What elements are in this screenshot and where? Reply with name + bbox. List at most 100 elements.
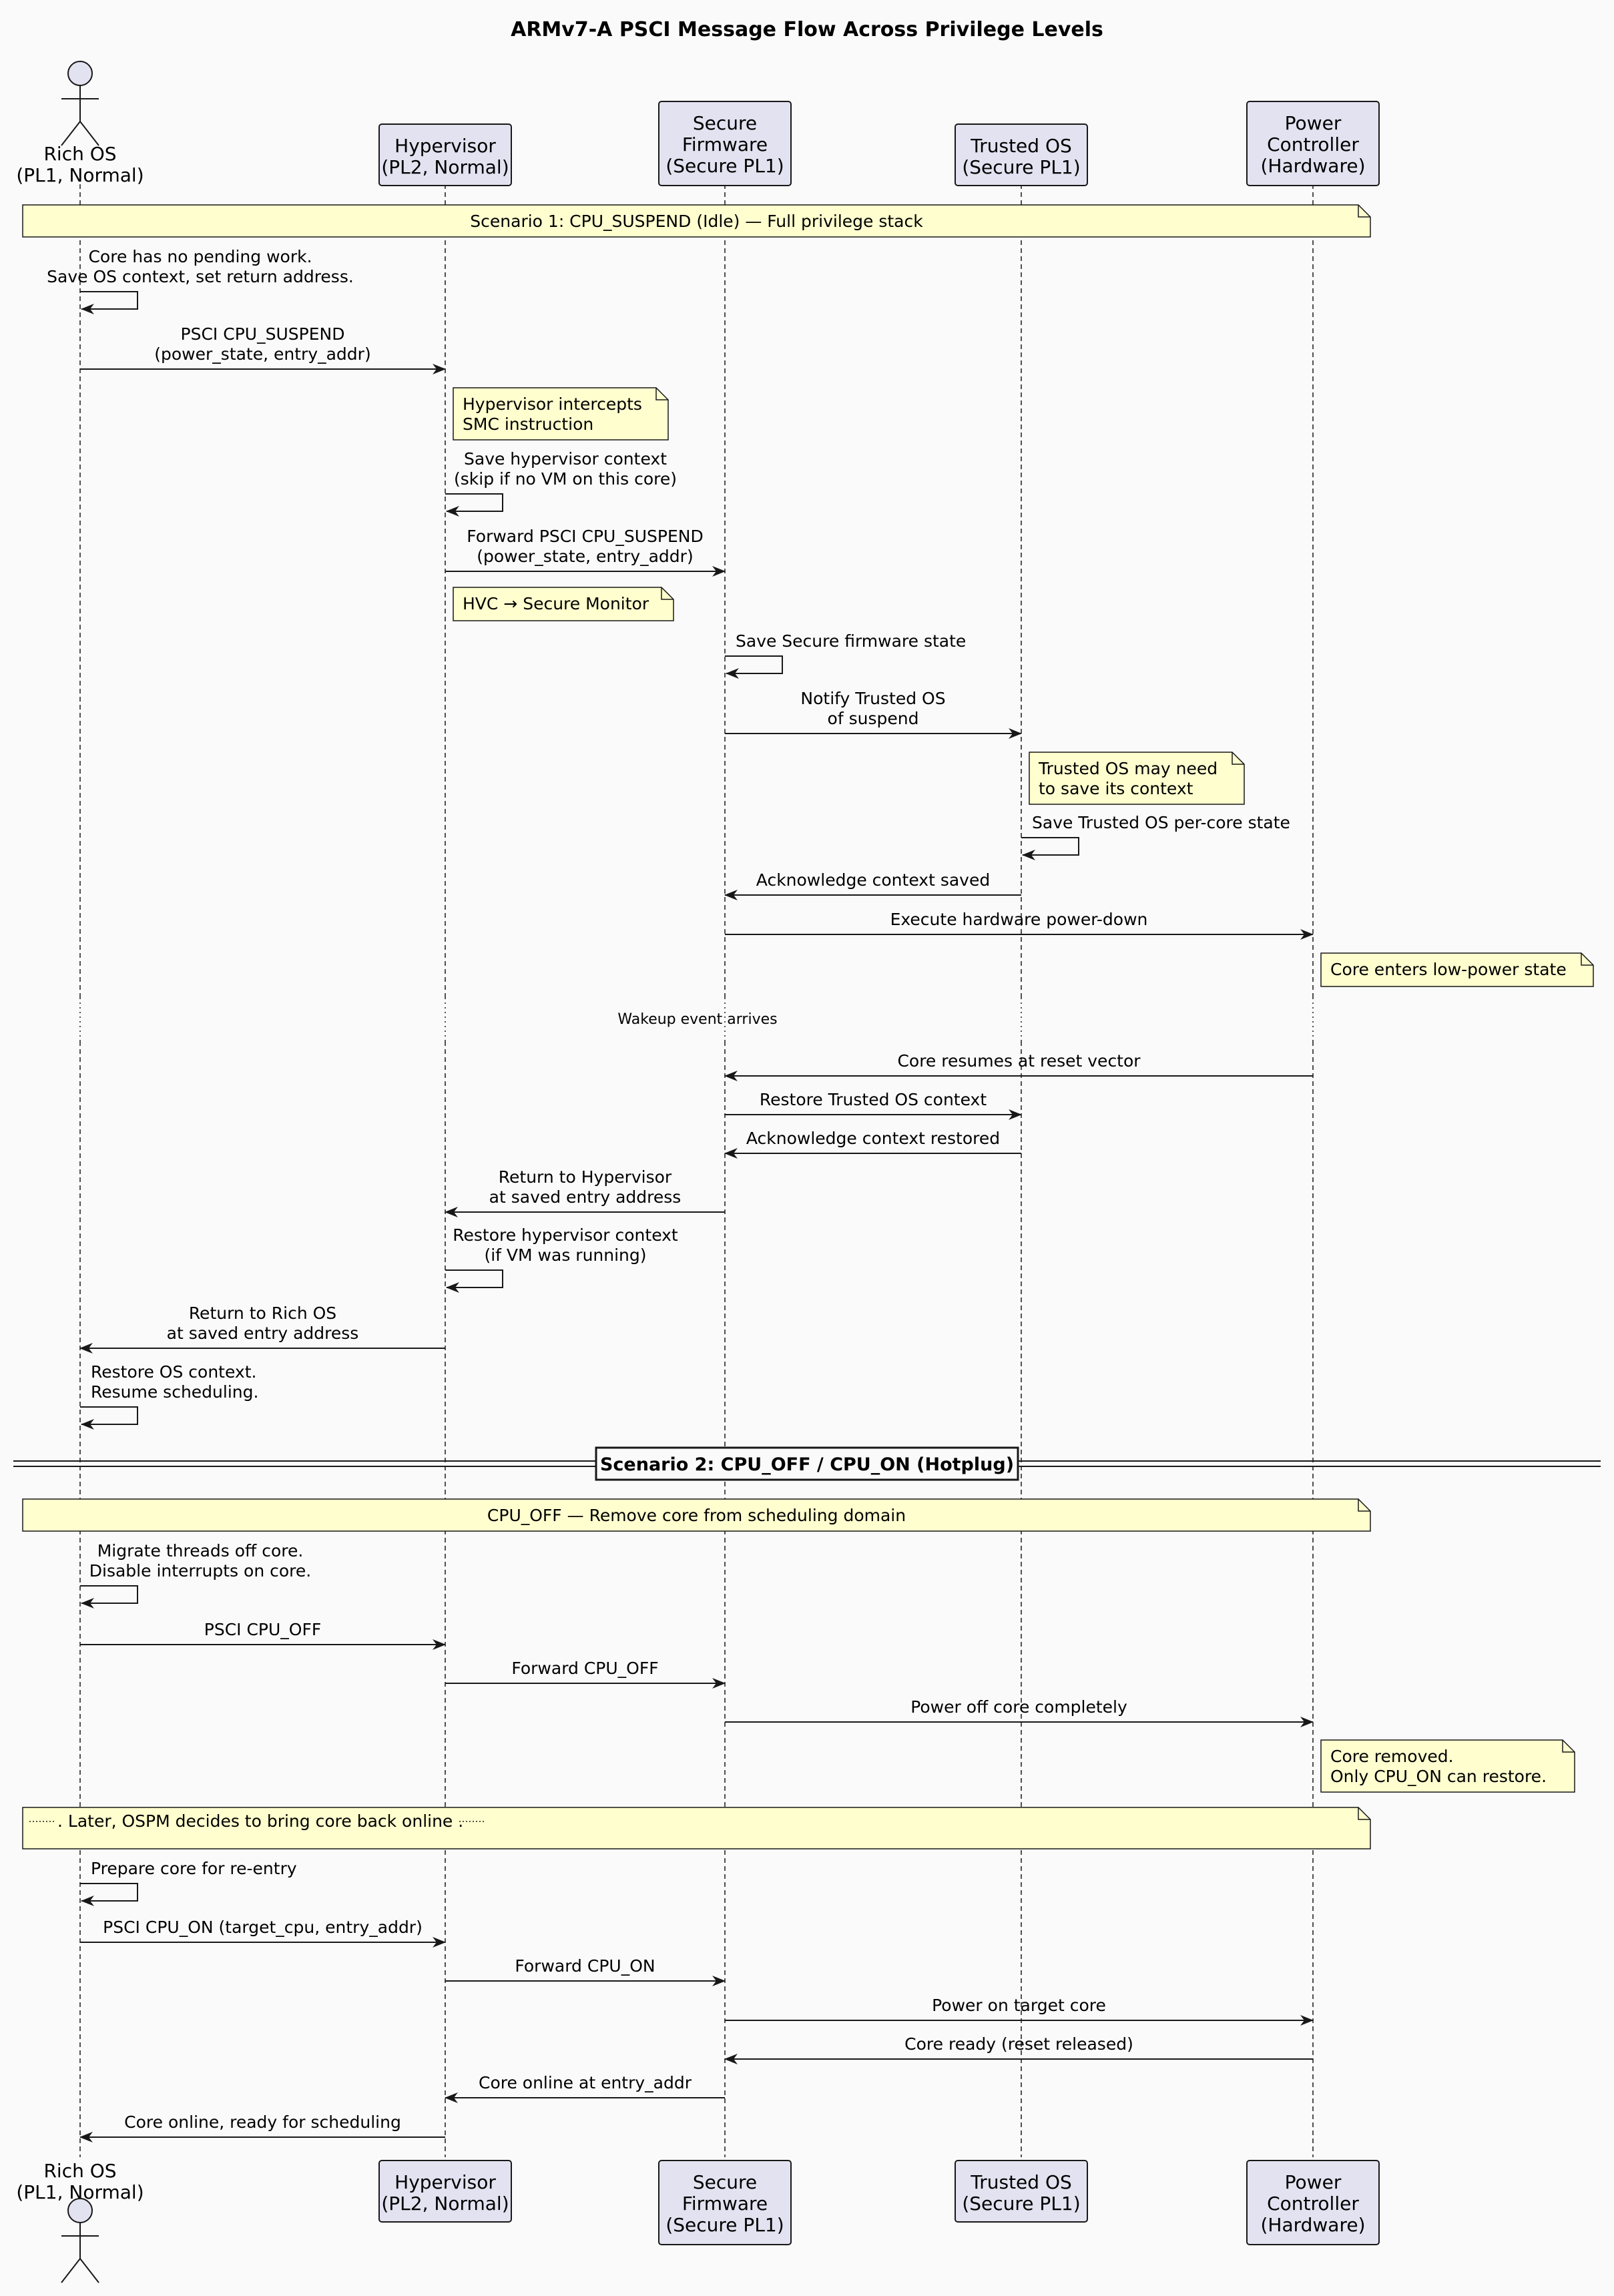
self-message-arrow [80, 1883, 138, 1906]
note-text: Scenario 1: CPU_SUSPEND (Idle) — Full pr… [470, 212, 923, 231]
message-label: Core online, ready for scheduling [124, 2112, 401, 2132]
participant-head-hyp: Hypervisor(PL2, Normal) [378, 123, 512, 186]
self-message-arrow [725, 655, 783, 679]
scenario-1-banner: Scenario 1: CPU_SUSPEND (Idle) — Full pr… [22, 204, 1371, 238]
msg-prepare-core: Prepare core for re-entry [80, 1859, 297, 1906]
message-label: Save OS context, set return address. [47, 267, 354, 286]
note-text: to save its context [1039, 779, 1193, 798]
note-fold [661, 587, 674, 600]
scenario-2-divider: Scenario 2: CPU_OFF / CPU_ON (Hotplug) [13, 1446, 1601, 1481]
msg-ack-context-saved: Acknowledge context saved [724, 870, 1021, 900]
note-fold [1358, 1807, 1370, 1820]
actor-body-shape [61, 2223, 99, 2283]
participant-label: Power [1285, 112, 1342, 134]
participant-label: (PL2, Normal) [381, 2193, 509, 2215]
note-fold [1562, 1740, 1575, 1753]
message-label: (skip if no VM on this core) [454, 469, 677, 489]
message-label: Restore OS context. [91, 1362, 256, 1382]
note-fold [655, 388, 668, 400]
message-label: Notify Trusted OS [800, 689, 945, 708]
msg-psci-cpu-on: PSCI CPU_ON (target_cpu, entry_addr) [80, 1918, 446, 1948]
msg-save-trusted-os-state: Save Trusted OS per-core state [1021, 813, 1290, 860]
participant-label: (Secure PL1) [962, 2193, 1080, 2215]
participant-label: Firmware [682, 133, 768, 156]
participant-label: (Secure PL1) [665, 155, 784, 177]
message-label: Restore hypervisor context [453, 1225, 678, 1245]
participant-box [378, 2160, 512, 2223]
message-label: (power_state, entry_addr) [154, 344, 370, 364]
note-box [1320, 952, 1594, 987]
message-label: Core ready (reset released) [904, 2034, 1133, 2054]
note-text: . Later, OSPM decides to bring core back… [57, 1811, 463, 1831]
msg-psci-cpu-off: PSCI CPU_OFF [80, 1620, 446, 1650]
msg-forward-cpu-off: Forward CPU_OFF [445, 1659, 726, 1689]
note-box [22, 1807, 1371, 1849]
note-text: Trusted OS may need [1038, 759, 1218, 778]
message-label: Forward CPU_OFF [511, 1659, 658, 1678]
message-label: Forward PSCI CPU_SUSPEND [467, 527, 703, 546]
note-box [22, 204, 1371, 238]
participant-label: Firmware [682, 2193, 768, 2215]
note-box [453, 587, 674, 621]
note-text: Only CPU_ON can restore. [1330, 1767, 1547, 1786]
scenario-2-banner: CPU_OFF — Remove core from scheduling do… [22, 1498, 1371, 1532]
self-message-arrow [80, 1406, 138, 1430]
participant-box [1246, 101, 1380, 186]
message-label: PSCI CPU_OFF [204, 1620, 322, 1639]
message-label: Restore Trusted OS context [760, 1090, 987, 1109]
note-fold [1358, 205, 1370, 218]
participant-box [658, 101, 792, 186]
message-label: of suspend [828, 709, 919, 728]
msg-core-online-entry: Core online at entry_addr [445, 2073, 725, 2103]
message-label: at saved entry address [167, 1324, 359, 1343]
participant-feet: Rich OS(PL1, Normal)Hypervisor(PL2, Norm… [16, 2160, 1380, 2283]
note-hvc-secure-monitor: HVC → Secure Monitor [453, 587, 674, 621]
message-label: Migrate threads off core. [97, 1541, 304, 1560]
participant-label: (PL1, Normal) [16, 164, 144, 186]
divider-box [595, 1446, 1019, 1481]
participant-label: Power [1285, 2171, 1342, 2193]
message-label: PSCI CPU_SUSPEND [181, 324, 345, 344]
participant-label: Controller [1267, 133, 1359, 156]
diagram-title: ARMv7-A PSCI Message Flow Across Privile… [511, 18, 1103, 41]
message-label: Execute hardware power-down [890, 910, 1148, 929]
note-fold [1358, 1499, 1370, 1512]
participant-box [658, 2160, 792, 2245]
message-label: Save hypervisor context [464, 449, 667, 469]
message-label: Power on target core [932, 1996, 1106, 2015]
self-message-arrow [445, 1269, 503, 1293]
message-label: at saved entry address [489, 1187, 682, 1207]
participant-label: Secure [693, 112, 757, 134]
participant-head-tos: Trusted OS(Secure PL1) [955, 123, 1088, 186]
note-text: Core enters low-power state [1330, 960, 1567, 979]
note-text: Core removed. [1330, 1747, 1454, 1766]
msg-restore-trusted-os-context: Restore Trusted OS context [725, 1090, 1022, 1120]
message-label: Save Secure firmware state [736, 631, 966, 651]
participant-box [1246, 2160, 1380, 2245]
note-box [1320, 1739, 1575, 1793]
participant-label: (Hardware) [1260, 155, 1365, 177]
message-label: PSCI CPU_ON (target_cpu, entry_addr) [103, 1918, 423, 1937]
message-label: Resume scheduling. [91, 1382, 258, 1402]
actor-body-shape [61, 85, 99, 146]
participant-box [378, 123, 512, 186]
msg-core-ready: Core ready (reset released) [724, 2034, 1313, 2064]
message-label: Core resumes at reset vector [897, 1051, 1141, 1071]
note-box [1029, 752, 1245, 805]
message-label: Core online at entry_addr [479, 2073, 692, 2092]
message-label: (power_state, entry_addr) [477, 547, 693, 566]
participant-label: Trusted OS [970, 2171, 1072, 2193]
message-label: Return to Rich OS [189, 1304, 336, 1323]
message-label: Save Trusted OS per-core state [1032, 813, 1290, 832]
msg-ack-context-restored: Acknowledge context restored [724, 1129, 1021, 1159]
message-label: Forward CPU_ON [515, 1956, 655, 1976]
